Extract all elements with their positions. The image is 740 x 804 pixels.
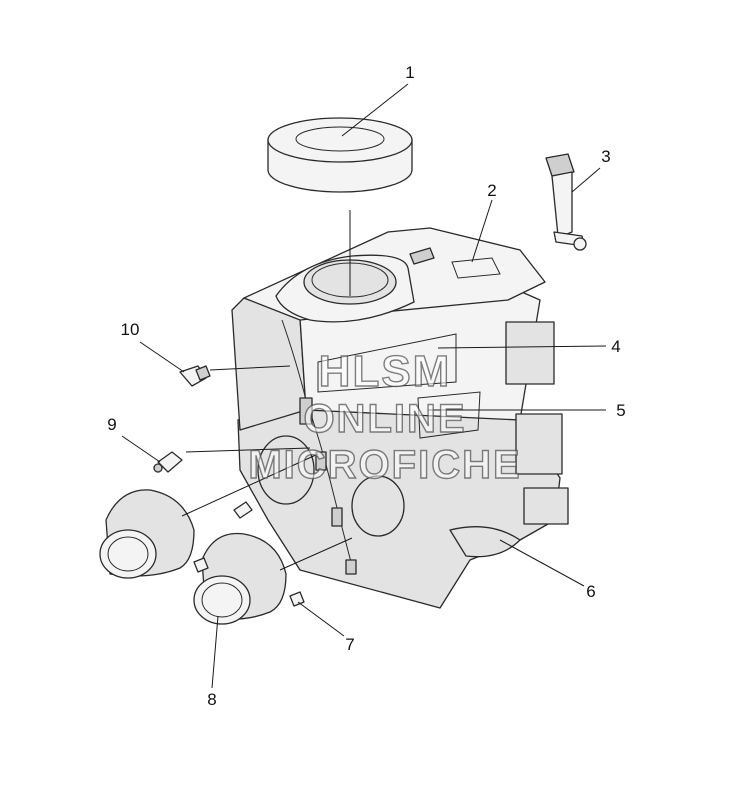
part-8-outlet-boot-upper <box>99 489 195 579</box>
watermark: HLSM ONLINE MICROFICHE <box>248 346 521 487</box>
callout-8: 8 <box>207 690 216 709</box>
screw-upper <box>193 557 209 573</box>
watermark-line-1: HLSM <box>319 347 452 396</box>
callout-3: 3 <box>601 147 610 166</box>
callout-6: 6 <box>586 582 595 601</box>
part-7-screw <box>289 591 305 607</box>
leader-lines <box>121 83 607 689</box>
part-1-filter-element <box>267 117 413 193</box>
leader-8-lower <box>279 537 353 571</box>
leader-9 <box>121 435 161 463</box>
callout-9: 9 <box>107 415 116 434</box>
leader-8-upper <box>181 453 319 517</box>
fitting-small <box>233 501 253 519</box>
leader-10-b <box>209 365 291 371</box>
callout-7: 7 <box>345 635 354 654</box>
leader-2 <box>471 199 493 263</box>
callout-4: 4 <box>611 337 620 356</box>
watermark-line-2: ONLINE <box>303 397 466 441</box>
leader-3 <box>571 167 601 193</box>
part-3-strap <box>545 153 587 251</box>
leader-9-b <box>185 447 311 453</box>
callout-10: 10 <box>121 320 140 339</box>
leader-8 <box>211 615 219 689</box>
part-10-wing-nut <box>179 365 211 387</box>
callout-5: 5 <box>616 401 625 420</box>
part-airbox-housing <box>231 227 569 609</box>
callout-labels: 1 2 3 4 5 6 7 8 9 10 <box>107 63 625 709</box>
leader-7 <box>297 601 345 637</box>
part-9-fitting <box>153 451 183 473</box>
callout-1: 1 <box>405 63 414 82</box>
part-8-outlet-boot-lower <box>193 532 287 625</box>
leader-6 <box>499 539 585 587</box>
leader-1 <box>341 83 409 137</box>
watermark-line-3: MICROFICHE <box>248 443 521 487</box>
leader-10 <box>139 341 185 373</box>
callout-2: 2 <box>487 181 496 200</box>
leader-4 <box>437 345 607 349</box>
